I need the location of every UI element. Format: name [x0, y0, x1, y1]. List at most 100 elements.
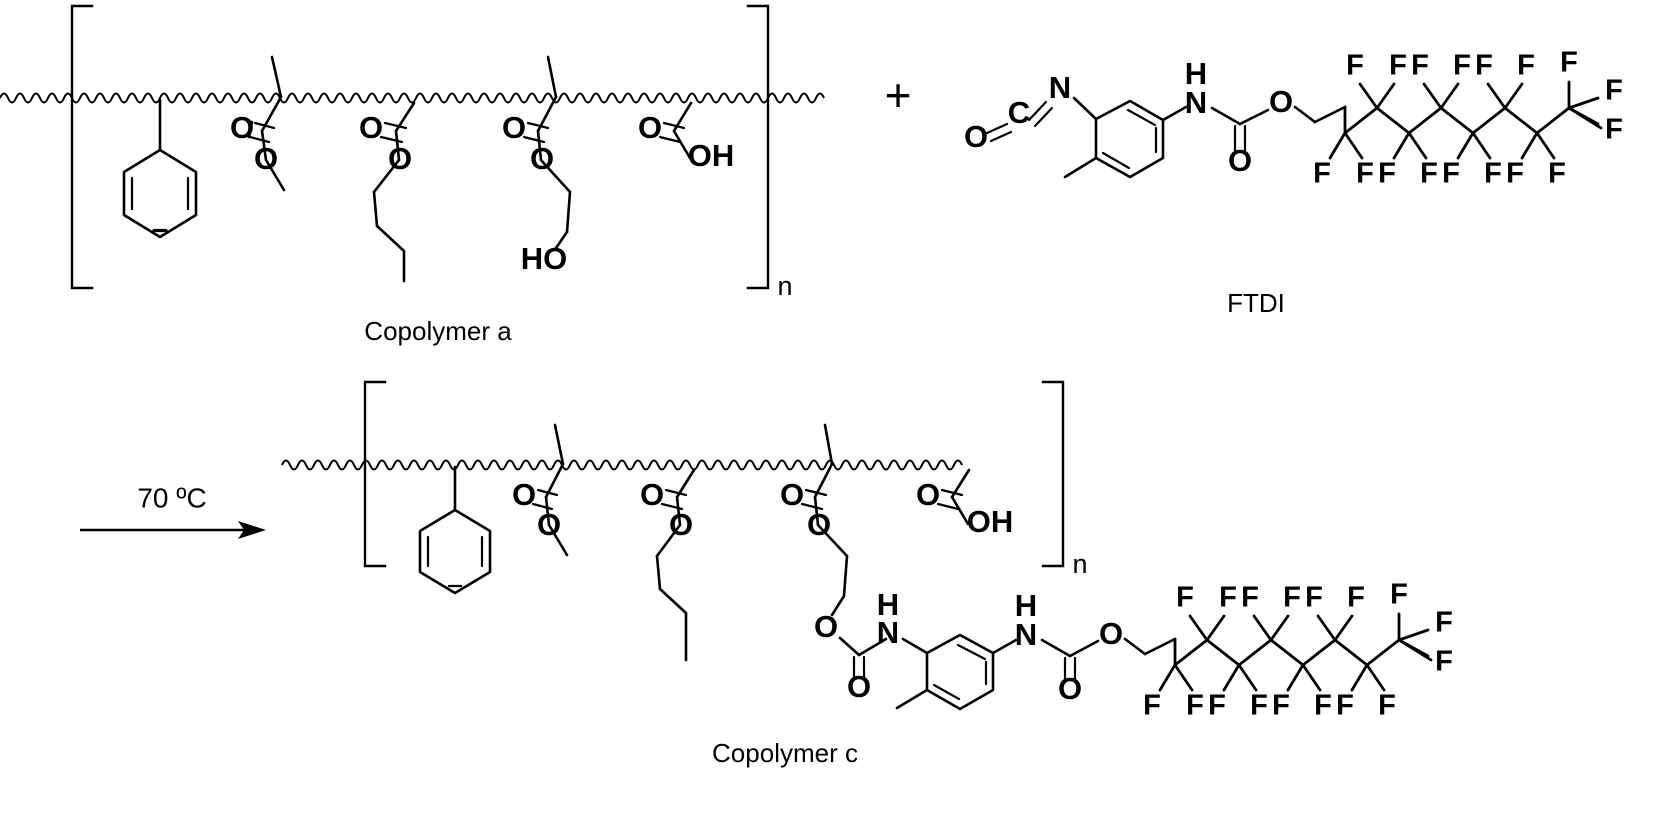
ester-oxygen-label-bottom-1: O	[537, 507, 561, 542]
graft-carbamate-hydrogen-1: H	[877, 587, 899, 622]
copolymer-c-structure: n O O O O	[281, 380, 1453, 768]
isocyanate-group: O C N	[964, 70, 1098, 154]
isocyanate-oxygen-label: O	[964, 119, 988, 154]
graft-fluorine-terminal-2: F	[1435, 646, 1453, 678]
carbonyl-oxygen-label-bottom-3: O	[780, 477, 804, 512]
carbamate-group-ftdi: H N O O	[1185, 56, 1347, 178]
fluorine-label-bottom-5: F	[1442, 158, 1460, 190]
grafted-carbamate-2: H N O O	[1015, 588, 1177, 706]
fluorine-label-top-2: F	[1389, 50, 1407, 82]
repeat-subscript-bottom: n	[1072, 549, 1087, 579]
copolymer-a-structure: n O O	[0, 4, 825, 346]
hydroxyl-label: HO	[521, 241, 568, 276]
graft-fluorine-bottom-7: F	[1336, 690, 1354, 722]
carbamate-nitrogen-label: N	[1185, 85, 1207, 120]
copolymer-a-caption: Copolymer a	[364, 316, 512, 346]
graft-fluorine-bottom-3: F	[1208, 690, 1226, 722]
methyl-ester-group-bottom: O O	[512, 423, 569, 557]
fluorine-label-top-7: F	[1560, 47, 1578, 79]
graft-fluorine-top-2: F	[1219, 582, 1237, 614]
graft-fluorine-bottom-2: F	[1186, 690, 1204, 722]
copolymer-c-caption: Copolymer c	[712, 738, 858, 768]
ester-oxygen-label-bottom-3: O	[807, 507, 831, 542]
ftdi-structure: O C N H N O O	[964, 47, 1623, 318]
graft-fluorine-bottom-8: F	[1378, 690, 1396, 722]
fluorine-label-bottom-2: F	[1356, 158, 1374, 190]
carbonyl-oxygen-label-4: O	[638, 110, 662, 145]
isocyanate-nitrogen-label: N	[1049, 70, 1071, 105]
graft-fluorine-top-4: F	[1283, 582, 1301, 614]
graft-fluorine-top-5: F	[1305, 582, 1323, 614]
phenyl-group-top	[122, 98, 198, 239]
perfluoroalkyl-chain-ftdi: F F F F F F F F F F F F F F F F F	[1313, 47, 1623, 190]
perfluoroalkyl-chain-graft: F F F F F F F F F F F F F F F F F	[1143, 579, 1453, 722]
graft-carbamate-nitrogen-2: N	[1015, 617, 1037, 652]
carbonyl-oxygen-label-bottom-4: O	[916, 477, 940, 512]
graft-fluorine-bottom-1: F	[1143, 690, 1161, 722]
phenyl-group-bottom	[418, 465, 492, 595]
ester-oxygen-label-2: O	[388, 141, 412, 176]
carbonyl-double-bond-4	[658, 121, 686, 144]
plus-operator: +	[885, 69, 912, 121]
graft-carbamate-nitrogen-1: N	[877, 615, 899, 650]
carbonyl-oxygen-label-bottom-1: O	[512, 477, 536, 512]
acid-hydroxyl-label-bottom: OH	[967, 504, 1014, 539]
graft-fluorine-top-1: F	[1176, 582, 1194, 614]
grafted-ester-group-bottom: O O	[780, 423, 849, 617]
graft-fluorine-bottom-6: F	[1314, 690, 1332, 722]
polymer-backbone-wavy-bottom	[281, 459, 963, 471]
carbamate-hydrogen-label: H	[1185, 56, 1207, 91]
methyl-ester-group-top: O O	[230, 55, 286, 192]
carbamate-ester-oxygen-label: O	[1269, 84, 1293, 119]
fluorine-label-terminal-2: F	[1605, 114, 1623, 146]
fluorine-label-top-6: F	[1517, 50, 1535, 82]
carbonyl-oxygen-label-3: O	[502, 110, 526, 145]
graft-fluorine-bottom-4: F	[1250, 690, 1268, 722]
fluorine-label-top-5: F	[1475, 50, 1493, 82]
carbonyl-double-bond-3	[522, 121, 550, 144]
graft-carbonyl-oxygen-label-1: O	[847, 669, 871, 704]
fluorine-label-top-3: F	[1411, 50, 1429, 82]
graft-ester-oxygen-label-2: O	[1099, 616, 1123, 651]
carbonyl-double-bond-2	[379, 121, 408, 144]
repeat-bracket-right-bottom	[1041, 380, 1065, 568]
graft-fluorine-top-3: F	[1241, 582, 1259, 614]
repeat-subscript-top: n	[777, 271, 792, 301]
graft-fluorine-top-6: F	[1347, 582, 1365, 614]
fluorine-label-top-1: F	[1346, 50, 1364, 82]
carboxylic-acid-group-bottom: O OH	[916, 468, 1014, 539]
grafted-carbamate-1: O O H N	[814, 587, 929, 704]
graft-ester-oxygen-label: O	[814, 609, 838, 644]
ftdi-caption: FTDI	[1227, 288, 1285, 318]
fluorine-label-top-4: F	[1453, 50, 1471, 82]
graft-fluorine-terminal-1: F	[1435, 607, 1453, 639]
carboxylic-acid-group-top: O OH	[638, 101, 735, 173]
polymer-backbone-wavy-top	[0, 92, 825, 104]
fluorine-label-terminal-1: F	[1605, 75, 1623, 107]
reaction-arrow-group: 70 ºC	[80, 482, 266, 539]
carbonyl-oxygen-label-bottom-2: O	[640, 477, 664, 512]
fluorine-label-bottom-4: F	[1420, 158, 1438, 190]
graft-fluorine-top-7: F	[1390, 579, 1408, 611]
carbonyl-double-bond-1	[248, 121, 276, 144]
ester-oxygen-label-bottom-2: O	[669, 507, 693, 542]
fluorine-label-bottom-3: F	[1378, 158, 1396, 190]
carbamate-carbonyl-oxygen-label: O	[1228, 143, 1252, 178]
graft-fluorine-bottom-5: F	[1272, 690, 1290, 722]
butyl-ester-group-top: O O	[359, 101, 416, 283]
toluene-ring-graft	[895, 633, 1018, 711]
fluorine-label-bottom-6: F	[1484, 158, 1502, 190]
acid-hydroxyl-label: OH	[688, 138, 735, 173]
fluorine-label-bottom-7: F	[1506, 158, 1524, 190]
carbonyl-oxygen-label-1: O	[230, 110, 254, 145]
fluorine-label-bottom-8: F	[1548, 158, 1566, 190]
reaction-conditions-label: 70 ºC	[137, 482, 206, 513]
repeat-bracket-left-bottom	[363, 380, 387, 568]
graft-carbonyl-oxygen-label-2: O	[1058, 671, 1082, 706]
toluene-ring-ftdi	[1063, 99, 1188, 179]
carbonyl-oxygen-label-2: O	[359, 110, 383, 145]
isocyanate-carbon-label: C	[1008, 95, 1030, 130]
repeat-bracket-left-top	[70, 4, 94, 290]
